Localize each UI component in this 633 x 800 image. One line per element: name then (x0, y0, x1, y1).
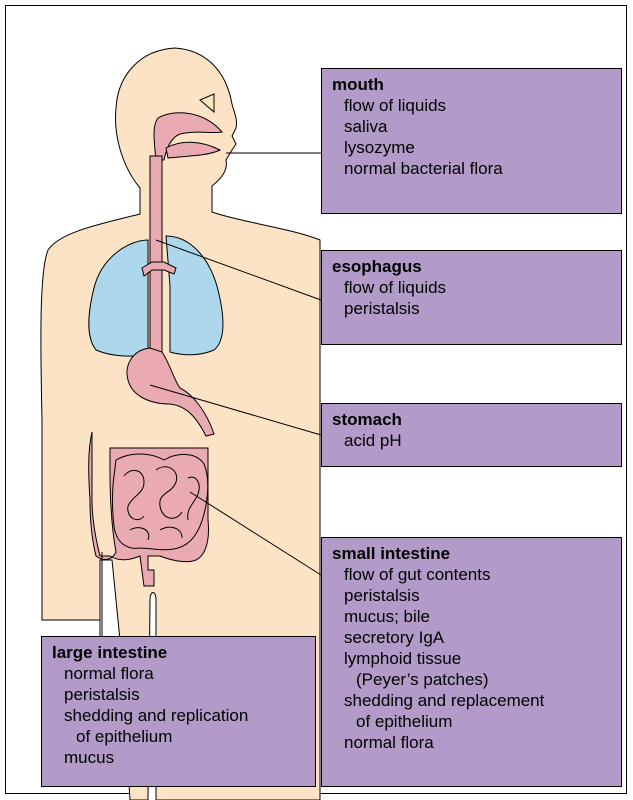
mouth-items: flow of liquids saliva lysozyme normal b… (332, 95, 611, 179)
small-intestine-item: mucus; bile (344, 606, 611, 627)
large-intestine-item: of epithelium (64, 726, 305, 747)
esophagus-label-box: esophagus flow of liquids peristalsis (321, 250, 622, 345)
small-intestine-item: secretory IgA (344, 627, 611, 648)
mouth-item: lysozyme (344, 137, 611, 158)
esophagus-title: esophagus (332, 256, 611, 277)
small-intestine-title: small intestine (332, 543, 611, 564)
stomach-items: acid pH (332, 430, 611, 451)
small-intestine-item: lymphoid tissue (344, 648, 611, 669)
mouth-item: saliva (344, 116, 611, 137)
small-intestine-item: peristalsis (344, 585, 611, 606)
large-intestine-title: large intestine (52, 642, 305, 663)
large-intestine-label-box: large intestine normal flora peristalsis… (41, 636, 316, 787)
large-intestine-items: normal flora peristalsis shedding and re… (52, 663, 305, 768)
stomach-item: acid pH (344, 430, 611, 451)
stomach-title: stomach (332, 409, 611, 430)
small-intestine-label-box: small intestine flow of gut contents per… (321, 537, 622, 787)
small-intestine-item: (Peyer’s patches) (344, 669, 611, 690)
large-intestine-item: normal flora (64, 663, 305, 684)
stomach-label-box: stomach acid pH (321, 403, 622, 467)
mouth-title: mouth (332, 74, 611, 95)
esophagus-item: flow of liquids (344, 277, 611, 298)
mouth-item: normal bacterial flora (344, 158, 611, 179)
large-intestine-item: peristalsis (64, 684, 305, 705)
small-intestine-item: shedding and replacement (344, 690, 611, 711)
large-intestine-item: mucus (64, 747, 305, 768)
mouth-label-box: mouth flow of liquids saliva lysozyme no… (321, 68, 622, 214)
large-intestine-item: shedding and replication (64, 705, 305, 726)
mouth-item: flow of liquids (344, 95, 611, 116)
small-intestine-item: flow of gut contents (344, 564, 611, 585)
small-intestine-item: normal flora (344, 732, 611, 753)
esophagus-item: peristalsis (344, 298, 611, 319)
esophagus-items: flow of liquids peristalsis (332, 277, 611, 319)
esophagus (150, 156, 162, 355)
small-intestine-item: of epithelium (344, 711, 611, 732)
small-intestine-items: flow of gut contents peristalsis mucus; … (332, 564, 611, 753)
